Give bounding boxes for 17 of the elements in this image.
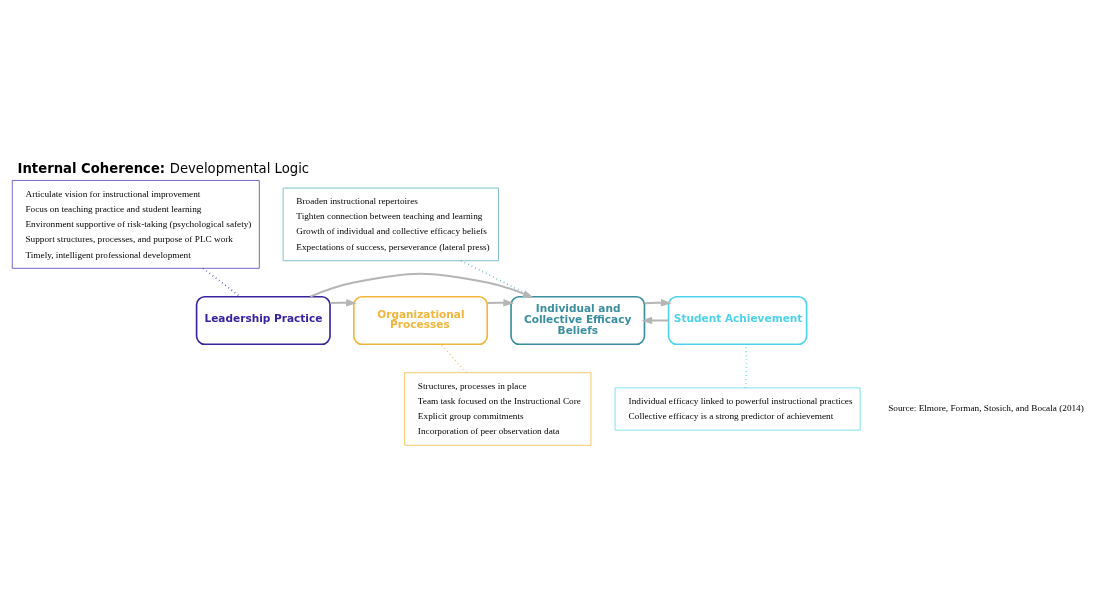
arrow bbox=[643, 298, 672, 307]
node-box: Structures, processes in place Team task focused on the Instructional Core Explicit group commitments Incorporation of peer observation data bbox=[404, 372, 592, 446]
node-box: Leadership Practice bbox=[195, 295, 331, 346]
node-box: Student Achievement bbox=[667, 295, 808, 346]
arrow bbox=[486, 299, 514, 307]
connector bbox=[440, 343, 467, 374]
arrow bbox=[309, 272, 534, 298]
connector bbox=[202, 267, 241, 298]
diagram-title: Internal Coherence: Developmental Logic bbox=[17, 161, 310, 177]
connector bbox=[460, 259, 533, 298]
arrow bbox=[329, 299, 357, 307]
node-box: Organizational Processes bbox=[352, 295, 489, 346]
label: Source: Elmore, Forman, Stosich, and Bocala (2014) bbox=[888, 403, 1084, 414]
node-box: Individual efficacy linked to powerful instructional practices Collective efficacy is a strong predictor of achievement bbox=[614, 387, 861, 431]
node-box: Broaden instructional repertoires Tighten connection between teaching and learning Growth of individual and collective efficacy beliefs Expectations of success, perseverance (lateral press) bbox=[282, 187, 499, 262]
node-box: Individual and Collective Efficacy Beliefs bbox=[510, 295, 646, 346]
node-box: Articulate vision for instructional improvement Focus on teaching practice and student learning Environment supportive of risk-taking (psychological safety) Support structures, processes, and purpose of PLC work Timely, intelligent professional development bbox=[11, 179, 260, 269]
